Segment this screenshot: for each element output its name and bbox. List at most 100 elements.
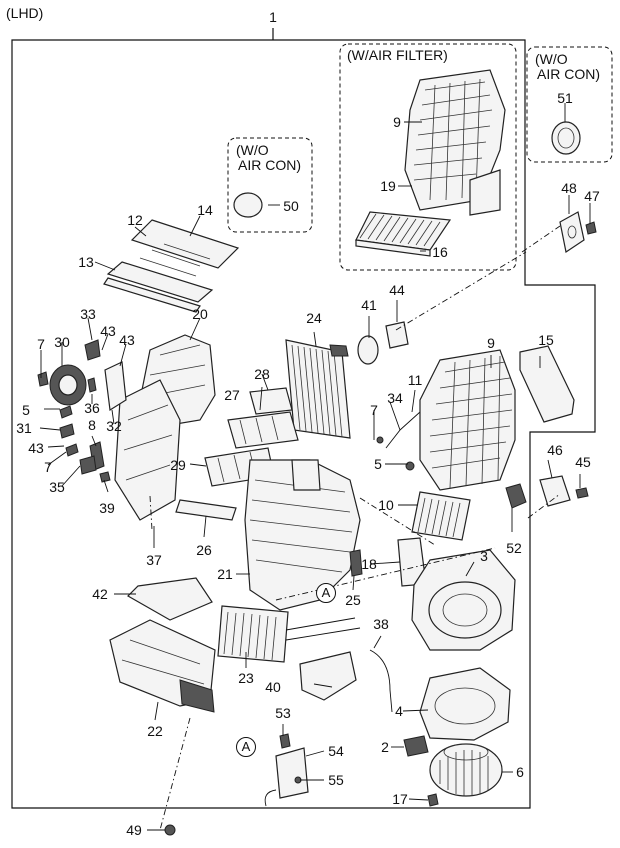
wo-aircon-right-line1: (W/O xyxy=(535,51,568,67)
seal-pad-icon xyxy=(385,321,409,349)
part-label-4: 4 xyxy=(395,703,403,719)
part-label-2: 2 xyxy=(381,739,389,755)
part-label-53: 53 xyxy=(275,705,291,721)
part-label-51: 51 xyxy=(557,90,573,106)
part-label-18: 18 xyxy=(361,556,377,572)
part-label-7-mid: 7 xyxy=(370,402,378,418)
bolt-icon xyxy=(575,487,589,499)
lower-case-icon xyxy=(109,619,216,713)
wo-aircon-box-left xyxy=(227,137,313,233)
part-label-23: 23 xyxy=(238,670,254,686)
cover-icon xyxy=(299,651,357,701)
gasket-set-icon xyxy=(103,219,240,313)
air-filter-box-title: (W/AIR FILTER) xyxy=(347,47,448,63)
seal-ring-large-icon xyxy=(519,345,575,423)
part-label-7-top: 7 xyxy=(37,336,45,352)
plate-icon xyxy=(539,475,571,507)
part-label-22: 22 xyxy=(147,723,163,739)
cap-icon xyxy=(233,192,263,218)
air-filter-box xyxy=(339,43,517,271)
callout-a-lower: A xyxy=(236,737,256,757)
blower-housing-icon xyxy=(419,667,511,741)
part-label-6: 6 xyxy=(516,764,524,780)
part-label-17: 17 xyxy=(392,791,408,807)
part-label-9: 9 xyxy=(393,114,401,130)
heater-core-icon xyxy=(217,605,361,663)
seal-ring-icon xyxy=(551,121,581,155)
part-label-34: 34 xyxy=(387,390,403,406)
blower-motor-icon xyxy=(429,743,503,797)
part-label-49: 49 xyxy=(126,822,142,838)
part-label-3: 3 xyxy=(480,548,488,564)
part-label-43-right: 43 xyxy=(119,332,135,348)
grommet-icon xyxy=(357,335,379,365)
evaporator-icon xyxy=(285,339,351,439)
part-label-43-left: 43 xyxy=(28,440,44,456)
clip-icon xyxy=(349,549,363,577)
part-label-42: 42 xyxy=(92,586,108,602)
part-label-35: 35 xyxy=(49,479,65,495)
part-label-15: 15 xyxy=(538,332,554,348)
resistor-small-icon xyxy=(403,735,429,757)
wiring-harness-icon xyxy=(264,733,309,807)
link-rod-icon xyxy=(376,401,421,471)
intake-housing-filter-icon xyxy=(404,69,506,216)
duct-icon xyxy=(127,577,213,621)
part-label-38: 38 xyxy=(373,616,389,632)
part-label-46: 46 xyxy=(547,442,563,458)
part-label-16: 16 xyxy=(432,244,448,260)
wo-aircon-box-right xyxy=(526,46,613,163)
part-label-52: 52 xyxy=(506,540,522,556)
grommet-bottom-icon xyxy=(164,824,176,836)
assembly-number: 1 xyxy=(269,9,277,25)
part-label-47: 47 xyxy=(584,188,600,204)
part-label-14: 14 xyxy=(197,202,213,218)
part-label-30: 30 xyxy=(54,334,70,350)
part-label-9-lower: 9 xyxy=(487,335,495,351)
part-label-13: 13 xyxy=(78,254,94,270)
part-label-40: 40 xyxy=(265,679,281,695)
part-label-39: 39 xyxy=(99,500,115,516)
part-label-32: 32 xyxy=(106,418,122,434)
callout-a-upper: A xyxy=(316,583,336,603)
part-label-44: 44 xyxy=(389,282,405,298)
part-label-21: 21 xyxy=(217,566,233,582)
part-label-37: 37 xyxy=(146,552,162,568)
leader-lines xyxy=(39,103,591,831)
part-label-33: 33 xyxy=(80,306,96,322)
part-label-11: 11 xyxy=(407,372,423,388)
part-label-50: 50 xyxy=(283,198,299,214)
part-label-26: 26 xyxy=(196,542,212,558)
screw-icon xyxy=(427,793,439,807)
blower-case-icon xyxy=(411,549,516,651)
part-label-12: 12 xyxy=(127,212,143,228)
intake-housing-icon xyxy=(419,349,516,491)
part-label-48: 48 xyxy=(561,180,577,196)
assembly-frame xyxy=(11,28,596,809)
bracket-icon xyxy=(559,211,597,253)
resistor-icon xyxy=(505,483,527,509)
part-label-19: 19 xyxy=(380,178,396,194)
wo-aircon-right-line2: AIR CON) xyxy=(537,66,600,82)
part-label-5-left: 5 xyxy=(22,402,30,418)
part-label-31: 31 xyxy=(16,420,32,436)
part-label-55: 55 xyxy=(328,772,344,788)
filter-element-icon xyxy=(411,491,471,541)
part-label-10: 10 xyxy=(378,497,394,513)
drain-hose-icon xyxy=(369,649,393,713)
part-label-36: 36 xyxy=(84,400,100,416)
part-label-24: 24 xyxy=(306,310,322,326)
wo-aircon-left-line1: (W/O xyxy=(236,142,269,158)
actuator-icon xyxy=(37,339,127,483)
part-label-54: 54 xyxy=(328,743,344,759)
heater-case-icon xyxy=(244,459,361,611)
part-label-8: 8 xyxy=(88,417,96,433)
wo-aircon-left-line2: AIR CON) xyxy=(238,157,301,173)
part-label-43-top: 43 xyxy=(100,323,116,339)
part-label-27: 27 xyxy=(224,387,240,403)
air-filter-icon xyxy=(355,211,452,257)
part-label-41: 41 xyxy=(361,297,377,313)
part-label-20: 20 xyxy=(192,306,208,322)
